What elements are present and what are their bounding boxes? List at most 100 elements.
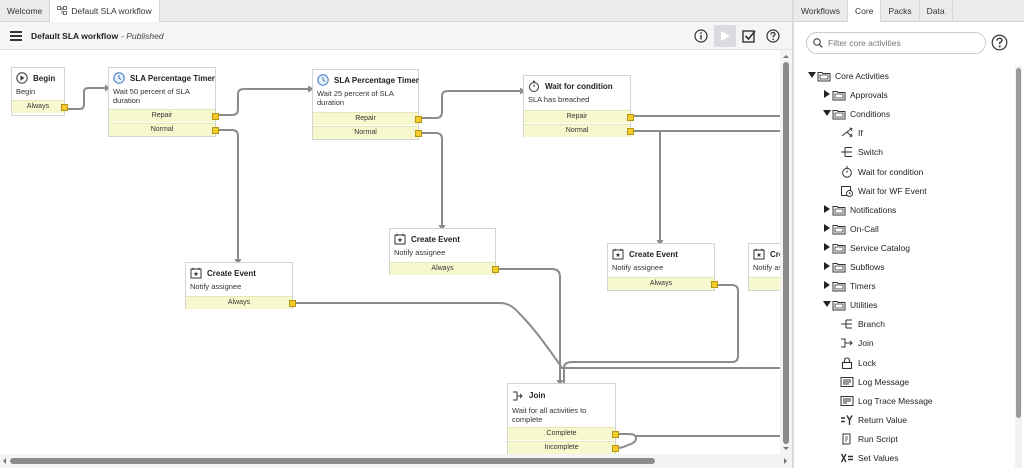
scrollbar-thumb[interactable] bbox=[10, 458, 655, 464]
caret-down-icon[interactable] bbox=[822, 109, 832, 119]
scrollbar-thumb[interactable] bbox=[1016, 68, 1021, 418]
exit-port[interactable] bbox=[415, 116, 422, 123]
caret-right-icon[interactable] bbox=[822, 281, 832, 291]
activity-create-event-3[interactable]: Create Event Notify assignee Always bbox=[607, 243, 718, 291]
exit-port[interactable] bbox=[711, 281, 718, 288]
exit-complete[interactable]: Complete bbox=[508, 427, 619, 440]
tree-item-run-script[interactable]: Run Script bbox=[840, 431, 898, 447]
caret-right-icon[interactable] bbox=[822, 204, 832, 215]
folder-icon bbox=[832, 261, 846, 273]
info-icon bbox=[694, 29, 708, 43]
exit-repair[interactable]: Repair bbox=[313, 112, 422, 125]
exit-label: Complete bbox=[546, 430, 577, 437]
tree-folder-on-call[interactable]: On-Call bbox=[822, 221, 879, 237]
tab-default-sla-workflow[interactable]: Default SLA workflow bbox=[50, 0, 160, 22]
tree-item-wait-for-condition[interactable]: Wait for condition bbox=[840, 164, 923, 180]
exit-port[interactable] bbox=[415, 130, 422, 137]
exit-always[interactable]: Always bbox=[608, 277, 718, 290]
tree-folder-conditions[interactable]: Conditions bbox=[822, 106, 890, 122]
scroll-up-arrow[interactable] bbox=[783, 52, 789, 58]
tree-item-wait-for-wf-event[interactable]: Wait for WF Event bbox=[840, 183, 927, 199]
tree-folder-core-activities[interactable]: Core Activities bbox=[807, 68, 889, 84]
exit-label: Always bbox=[431, 265, 454, 272]
tab-packs[interactable]: Packs bbox=[881, 0, 920, 22]
exit-port[interactable] bbox=[627, 114, 634, 121]
exit-normal[interactable]: Normal bbox=[109, 123, 219, 136]
caret-down-icon[interactable] bbox=[822, 300, 832, 310]
tab-workflows[interactable]: Workflows bbox=[794, 0, 849, 22]
exit-normal[interactable]: Normal bbox=[524, 124, 634, 137]
canvas-horizontal-scrollbar[interactable] bbox=[0, 454, 792, 468]
tree-item-log-trace-message[interactable]: Log Trace Message bbox=[840, 393, 933, 409]
tree-folder-subflows[interactable]: Subflows bbox=[822, 259, 885, 275]
filter-help-button[interactable] bbox=[991, 34, 1008, 53]
panel-vertical-scrollbar[interactable] bbox=[1015, 66, 1022, 468]
tree-folder-approvals[interactable]: Approvals bbox=[822, 87, 888, 103]
caret-right-icon[interactable] bbox=[822, 90, 832, 100]
activity-wait-for-condition[interactable]: Wait for condition SLA has breached Repa… bbox=[523, 75, 634, 137]
tree-item-if[interactable]: If bbox=[840, 125, 863, 141]
caret-right-icon[interactable] bbox=[822, 262, 832, 272]
validate-button[interactable] bbox=[738, 25, 760, 47]
tree-item-log-message[interactable]: Log Message bbox=[840, 374, 909, 390]
panel-splitter[interactable] bbox=[792, 0, 794, 468]
tab-data[interactable]: Data bbox=[920, 0, 953, 22]
exit-port[interactable] bbox=[627, 128, 634, 135]
tree-item-return-value[interactable]: Return Value bbox=[840, 412, 907, 428]
tree-folder-utilities[interactable]: Utilities bbox=[822, 297, 877, 313]
exit-port[interactable] bbox=[212, 113, 219, 120]
tree-item-switch[interactable]: Switch bbox=[840, 144, 883, 160]
tree-folder-timers[interactable]: Timers bbox=[822, 278, 876, 294]
canvas-vertical-scrollbar[interactable] bbox=[780, 50, 792, 454]
exit-port[interactable] bbox=[612, 431, 619, 438]
activity-begin[interactable]: Begin Begin Always bbox=[11, 67, 68, 116]
exit-repair[interactable]: Repair bbox=[524, 110, 634, 123]
search-icon bbox=[813, 38, 823, 48]
scroll-down-arrow[interactable] bbox=[783, 447, 789, 453]
exit-port[interactable] bbox=[492, 266, 499, 273]
exit-always[interactable] bbox=[749, 277, 780, 290]
activity-create-event-1[interactable]: Create Event Notify assignee Always bbox=[185, 262, 296, 309]
scroll-right-arrow[interactable] bbox=[784, 458, 790, 464]
exit-port[interactable] bbox=[61, 104, 68, 111]
activity-create-event-4[interactable]: Cre Notify as bbox=[748, 243, 780, 291]
exit-always[interactable]: Always bbox=[12, 100, 68, 113]
exit-normal[interactable]: Normal bbox=[313, 126, 422, 139]
run-button[interactable] bbox=[714, 25, 736, 47]
caret-down-icon[interactable] bbox=[807, 71, 817, 81]
filter-input[interactable] bbox=[828, 38, 978, 48]
exit-incomplete[interactable]: Incomplete bbox=[508, 441, 619, 454]
exit-always[interactable]: Always bbox=[186, 296, 296, 309]
exit-port[interactable] bbox=[212, 127, 219, 134]
exit-port[interactable] bbox=[612, 445, 619, 452]
tab-welcome[interactable]: Welcome bbox=[0, 0, 51, 22]
info-button[interactable] bbox=[690, 25, 712, 47]
help-icon bbox=[766, 29, 780, 43]
folder-icon bbox=[832, 242, 846, 254]
activity-description: Wait 25 percent of SLA duration bbox=[317, 89, 394, 107]
tree-item-lock[interactable]: Lock bbox=[840, 355, 876, 371]
scroll-left-arrow[interactable] bbox=[0, 458, 6, 464]
tab-core[interactable]: Core bbox=[848, 0, 882, 22]
activity-create-event-2[interactable]: Create Event Notify assignee Always bbox=[389, 228, 499, 275]
tree-folder-service-catalog[interactable]: Service Catalog bbox=[822, 240, 910, 256]
exit-repair[interactable]: Repair bbox=[109, 109, 219, 122]
scrollbar-thumb[interactable] bbox=[783, 62, 789, 444]
tree-label: Timers bbox=[850, 281, 876, 292]
workflow-canvas[interactable]: Begin Begin Always SLA Percentage Timer … bbox=[0, 50, 780, 454]
tree-item-set-values[interactable]: Set Values bbox=[840, 450, 898, 466]
activity-title: Join bbox=[529, 391, 546, 400]
activity-title: Wait for condition bbox=[545, 81, 613, 91]
caret-right-icon[interactable] bbox=[822, 242, 832, 253]
exit-always[interactable]: Always bbox=[390, 262, 499, 275]
help-button[interactable] bbox=[762, 25, 784, 47]
tree-folder-notifications[interactable]: Notifications bbox=[822, 202, 896, 218]
activity-join[interactable]: Join Wait for all activities to complete… bbox=[507, 383, 619, 454]
exit-port[interactable] bbox=[289, 300, 296, 307]
activity-sla-timer-1[interactable]: SLA Percentage Timer Wait 50 percent of … bbox=[108, 67, 219, 137]
menu-icon[interactable] bbox=[10, 29, 22, 43]
caret-right-icon[interactable] bbox=[822, 223, 832, 234]
activity-sla-timer-2[interactable]: SLA Percentage Timer Wait 25 percent of … bbox=[312, 69, 422, 140]
tree-item-join[interactable]: Join bbox=[840, 335, 874, 351]
tree-item-branch[interactable]: Branch bbox=[840, 316, 885, 332]
